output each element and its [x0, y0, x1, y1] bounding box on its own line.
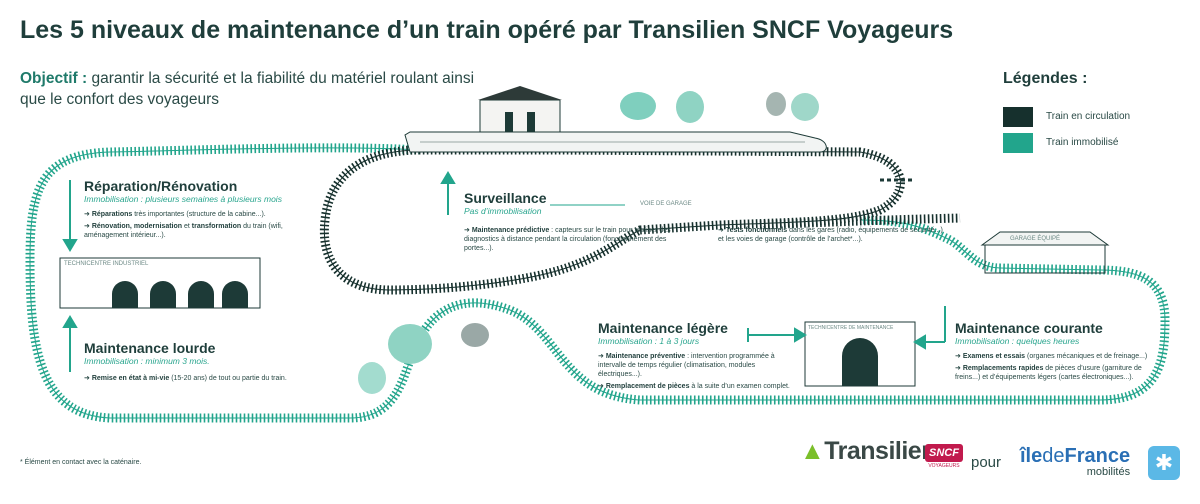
label-technicentre-maintenance: TECHNICENTRE DE MAINTENANCE	[808, 325, 894, 331]
courante-immobilisation: Immobilisation : quelques heures	[955, 336, 1080, 346]
sncf-voyageurs: VOYAGEURS	[928, 463, 960, 469]
idf-mobilites: mobilités	[1086, 466, 1131, 478]
level-lourde: Maintenance lourde Immobilisation : mini…	[84, 340, 314, 383]
level-surveillance: Surveillance Pas d’immobilisation	[464, 190, 547, 216]
lourde-title: Maintenance lourde	[84, 340, 216, 356]
surveillance-immobilisation: Pas d’immobilisation	[464, 206, 542, 216]
label-garage-equipe: GARAGE ÉQUIPÉ	[1010, 236, 1061, 242]
courante-bullet-1: ➜ Examens et essais (organes mécaniques …	[955, 353, 1148, 360]
objective-text: garantir la sécurité et la fiabilité du …	[20, 70, 475, 108]
reparation-title: Réparation/Rénovation	[84, 178, 238, 194]
reparation-bullet-2: ➜ Rénovation, modernisation et transform…	[84, 223, 283, 239]
idf-mobilites-logo: îledeFrance mobilités	[1020, 445, 1130, 478]
train	[404, 131, 827, 153]
transilien-logo: ▲Transilien	[800, 437, 936, 466]
level-courante: Maintenance courante Immobilisation : qu…	[955, 320, 1155, 382]
objective-label: Objectif :	[20, 70, 88, 87]
legend-label-immobilise: Train immobilisé	[1046, 137, 1119, 148]
surveillance-bullet-1: ➜ Maintenance prédictive : capteurs sur …	[464, 227, 671, 252]
legend-swatch-circulation	[1003, 107, 1033, 127]
lourde-immobilisation: Immobilisation : minimum 3 mois.	[84, 356, 210, 366]
surveillance-title: Surveillance	[464, 190, 547, 206]
legend-swatch-immobilise	[1003, 133, 1033, 153]
sncf-wordmark: SNCF	[925, 444, 963, 462]
track-circulation	[319, 145, 961, 295]
legere-immobilisation: Immobilisation : 1 à 3 jours	[598, 336, 700, 346]
transilien-wordmark: ▲Transilien	[800, 437, 936, 465]
level-reparation: Réparation/Rénovation Immobilisation : p…	[84, 178, 314, 240]
arrows	[62, 171, 946, 372]
technicentre-maintenance	[804, 321, 916, 387]
track-immobilise	[25, 143, 1170, 423]
page-title: Les 5 niveaux de maintenance d’un train …	[20, 16, 954, 44]
technicentre-industriel	[59, 257, 261, 309]
garage-equipe	[980, 231, 1110, 274]
legere-bullet-1: ➜ Maintenance préventive : intervention …	[598, 353, 775, 378]
trees	[358, 91, 819, 394]
courante-bullet-2: ➜ Remplacements rapides de pièces d’usur…	[955, 365, 1142, 381]
courante-title: Maintenance courante	[955, 320, 1103, 336]
reparation-bullet-1: ➜ Réparations très importantes (structur…	[84, 211, 266, 218]
station-building	[478, 86, 562, 133]
pour-label: pour	[971, 454, 1002, 471]
objective: Objectif : garantir la sécurité et la fi…	[20, 68, 490, 110]
idf-wordmark: îledeFrance	[1020, 445, 1131, 467]
legere-bullet-2: ➜ Remplacement de pièces à la suite d’un…	[598, 383, 790, 390]
legend-title: Légendes :	[1003, 70, 1088, 87]
sncf-logo: SNCF VOYAGEURS	[925, 444, 963, 469]
lourde-bullet-1: ➜ Remise en état à mi-vie (15-20 ans) de…	[84, 375, 287, 382]
surveillance-bullet-2: ➜ Tests fonctionnels dans les gares (rad…	[718, 227, 943, 243]
level-legere: Maintenance légère Immobilisation : 1 à …	[598, 320, 798, 391]
transilien-leaf-icon: ▲	[800, 437, 825, 465]
idf-person-icon: ✱	[1148, 446, 1180, 480]
reparation-immobilisation: Immobilisation : plusieurs semaines à pl…	[84, 194, 282, 204]
legere-title: Maintenance légère	[598, 320, 728, 336]
label-voie-de-garage: VOIE DE GARAGE	[640, 201, 692, 207]
legend-label-circulation: Train en circulation	[1046, 111, 1131, 122]
footnote: * Élément en contact avec la caténaire.	[20, 459, 142, 466]
label-technicentre-industriel: TECHNICENTRE INDUSTRIEL	[64, 261, 149, 267]
